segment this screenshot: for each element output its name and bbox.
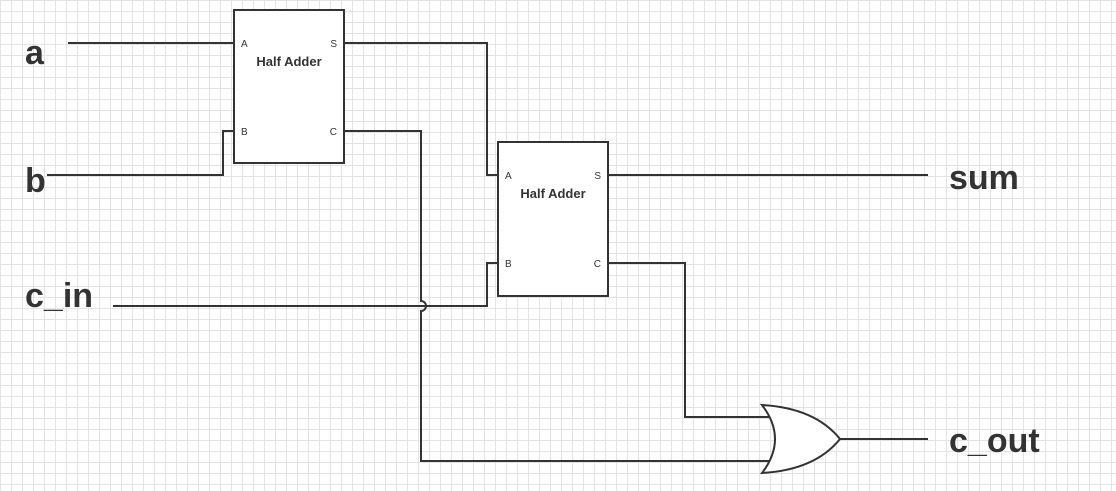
wire-ha2-carry[interactable] bbox=[608, 262, 770, 418]
wire-b[interactable] bbox=[47, 130, 234, 176]
input-label-a: a bbox=[25, 34, 45, 72]
half-adder-2-port-s: S bbox=[594, 171, 601, 182]
half-adder-1[interactable]: Half Adder A B S C bbox=[233, 9, 345, 164]
output-label-sum: sum bbox=[949, 159, 1019, 197]
output-label-c-out: c_out bbox=[949, 422, 1040, 460]
half-adder-2-port-c: C bbox=[594, 259, 601, 270]
wire-c-in[interactable] bbox=[113, 262, 498, 307]
half-adder-2-port-a: A bbox=[505, 171, 512, 182]
wire-ha1-sum[interactable] bbox=[345, 42, 498, 176]
input-label-b: b bbox=[25, 162, 46, 200]
half-adder-2[interactable]: Half Adder A B S C bbox=[497, 141, 609, 297]
or-gate-icon[interactable] bbox=[759, 403, 842, 475]
half-adder-1-port-s: S bbox=[330, 39, 337, 50]
half-adder-2-box[interactable] bbox=[497, 141, 609, 297]
half-adder-1-port-b: B bbox=[241, 127, 248, 138]
half-adder-1-port-c: C bbox=[330, 127, 337, 138]
half-adder-1-port-a: A bbox=[241, 39, 248, 50]
half-adder-1-title: Half Adder bbox=[256, 54, 321, 69]
input-label-c-in: c_in bbox=[25, 277, 93, 315]
half-adder-2-port-b: B bbox=[505, 259, 512, 270]
half-adder-1-box[interactable] bbox=[233, 9, 345, 164]
half-adder-2-title: Half Adder bbox=[520, 186, 585, 201]
